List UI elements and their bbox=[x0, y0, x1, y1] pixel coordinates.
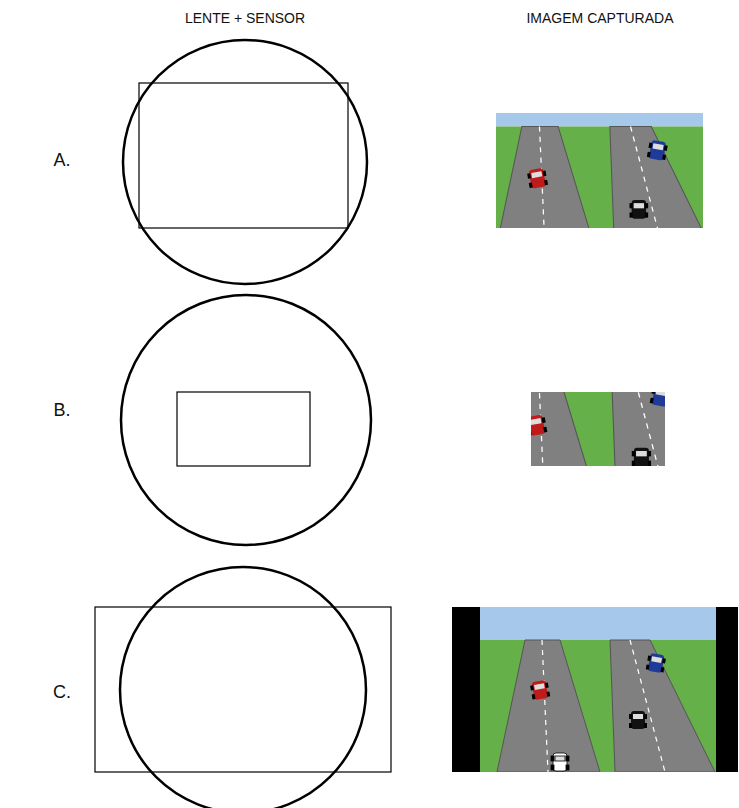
black-bar bbox=[716, 607, 738, 772]
black-bar bbox=[452, 607, 480, 772]
captured-image bbox=[472, 336, 725, 513]
column-header: LENTE + SENSOR bbox=[185, 10, 305, 26]
lens-circle bbox=[120, 567, 366, 808]
row-letter: B. bbox=[53, 400, 70, 421]
sensor-rect bbox=[177, 392, 310, 466]
captured-image bbox=[475, 92, 719, 263]
column-header: IMAGEM CAPTURADA bbox=[526, 10, 673, 26]
captured-image bbox=[480, 607, 716, 772]
row-letter: A. bbox=[53, 150, 70, 171]
row-letter: C. bbox=[53, 682, 71, 703]
sensor-rect bbox=[139, 83, 348, 228]
sensor-rect bbox=[95, 607, 391, 772]
lens-circle bbox=[123, 40, 367, 284]
lens-circle bbox=[121, 295, 371, 545]
